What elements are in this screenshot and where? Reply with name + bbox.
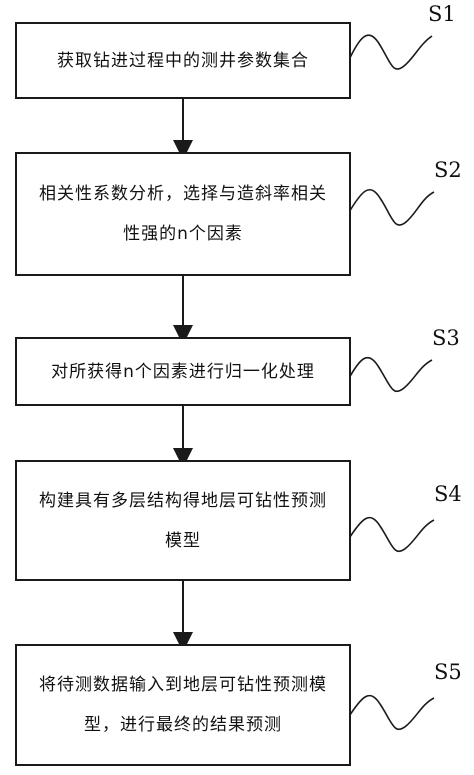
step-label-s4: S4 — [434, 482, 462, 506]
step-text-s2: 相关性系数分析，选择与造斜率相关性强的n个因素 — [39, 184, 327, 244]
step-label-s1: S1 — [428, 2, 456, 26]
leader-line-s4 — [347, 516, 435, 553]
leader-line-s1 — [347, 34, 433, 70]
step-box-s4: 构建具有多层结构得地层可钻性预测模型 — [15, 460, 351, 581]
leader-line-s2 — [347, 188, 435, 226]
step-text-s3: 对所获得n个因素进行归一化处理 — [51, 361, 315, 382]
step-box-s5: 将待测数据输入到地层可钻性预测模型，进行最终的结果预测 — [15, 644, 351, 766]
step-label-s3: S3 — [432, 326, 460, 350]
step-label-s2: S2 — [434, 158, 462, 182]
step-box-s2: 相关性系数分析，选择与造斜率相关性强的n个因素 — [15, 152, 351, 276]
step-box-s1: 获取钻进过程中的测井参数集合 — [15, 22, 351, 99]
step-text-s1: 获取钻进过程中的测井参数集合 — [57, 50, 309, 71]
step-text-s4: 构建具有多层结构得地层可钻性预测模型 — [39, 490, 327, 551]
step-label-s5: S5 — [434, 660, 462, 684]
leader-line-s5 — [347, 694, 435, 731]
step-box-s3: 对所获得n个因素进行归一化处理 — [15, 337, 351, 406]
leader-line-s3 — [347, 356, 433, 393]
step-text-s5: 将待测数据输入到地层可钻性预测模型，进行最终的结果预测 — [39, 675, 327, 735]
